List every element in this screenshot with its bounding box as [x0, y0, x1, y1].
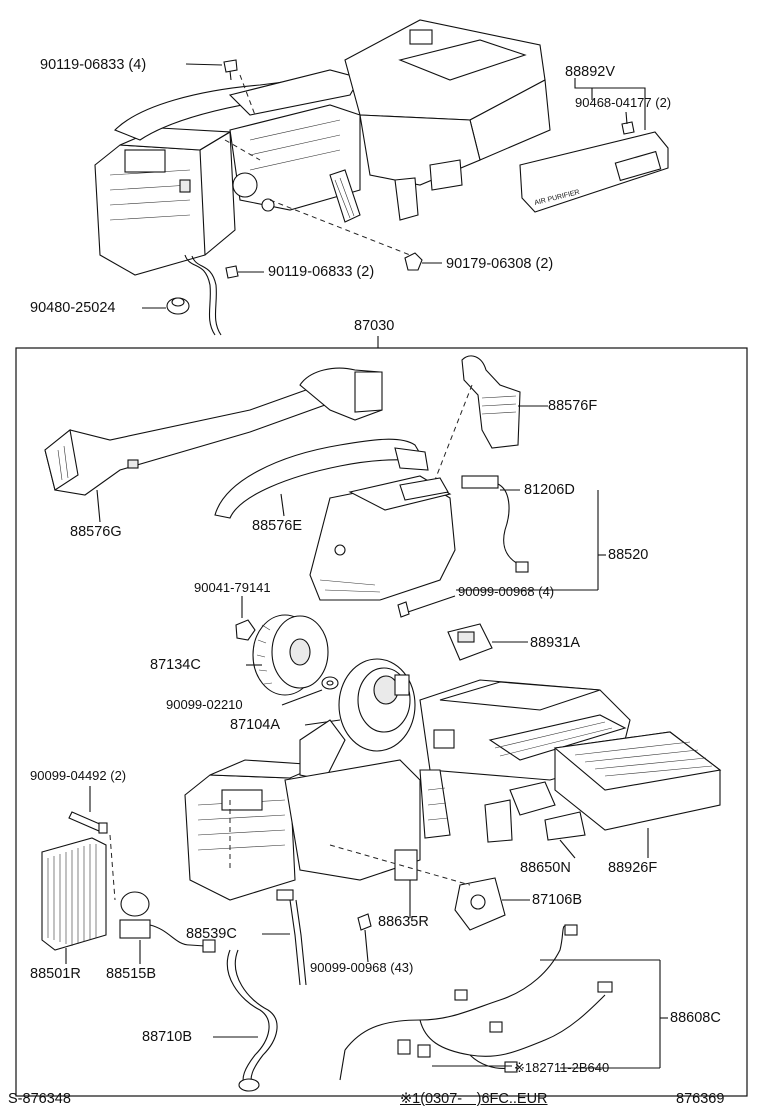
label-duct-f: 88576F — [548, 398, 598, 414]
label-harness: 88608C — [670, 1010, 721, 1026]
label-filter: 88926F — [608, 860, 658, 876]
label-filter-cover: 88892V — [565, 64, 615, 80]
filter-screw-part — [621, 111, 635, 135]
motor-part — [338, 658, 416, 752]
label-servo-b: 87106B — [532, 892, 582, 908]
expansion-valve-part — [119, 891, 216, 953]
grommet-part — [166, 297, 190, 315]
screw-43-part — [357, 913, 372, 931]
label-mid-screw: 90119-06833 (2) — [268, 264, 375, 280]
label-exp-valve: 88515B — [106, 966, 156, 982]
label-sensor: 81206D — [524, 482, 575, 498]
label-evaporator: 88501R — [30, 966, 81, 982]
label-assembly: 87030 — [354, 318, 395, 334]
screw-4-part — [397, 601, 410, 618]
label-resistor: 88931A — [530, 635, 580, 651]
label-duct-e: 88576E — [252, 518, 302, 534]
label-grommet: 90480-25024 — [30, 300, 116, 316]
label-nut: 90041-79141 — [194, 580, 271, 595]
footer-right-code: 876369 — [676, 1091, 725, 1107]
label-case: 88520 — [608, 547, 649, 563]
label-clip-nut: 90179-06308 (2) — [446, 256, 554, 272]
label-duct-g: 88576G — [70, 524, 122, 540]
servo-b-part — [454, 877, 506, 931]
servo-r-part — [394, 849, 418, 881]
top-hvac-unit — [94, 19, 551, 336]
evaporator-part — [41, 837, 107, 951]
hose-part — [226, 949, 278, 1092]
label-damper: 88650N — [520, 860, 571, 876]
label-harness-note: ※182711-2B640 — [514, 1060, 610, 1075]
label-motor: 87104A — [230, 717, 280, 733]
top-screw-part — [223, 59, 238, 81]
fan-part — [252, 614, 329, 696]
damper-part — [509, 781, 586, 841]
duct-e-part — [214, 438, 429, 519]
mid-screw-part — [225, 265, 239, 279]
duct-g-part — [44, 367, 383, 496]
label-hose: 88710B — [142, 1029, 192, 1045]
blower-case-part — [309, 475, 456, 601]
pipe-part — [276, 889, 307, 986]
label-pipe: 88539C — [186, 926, 237, 942]
sensor-part — [461, 475, 529, 573]
filter-part — [553, 731, 722, 831]
label-screw-43: 90099-00968 (43) — [310, 960, 414, 975]
bolt-part — [68, 811, 108, 834]
label-top-screw: 90119-06833 (4) — [40, 57, 147, 73]
label-screw-4: 90099-00968 (4) — [458, 584, 555, 599]
label-bolt: 90099-04492 (2) — [30, 768, 127, 783]
footer-left-code: S-876348 — [8, 1091, 71, 1107]
resistor-part — [447, 623, 493, 661]
assembly-frame — [15, 347, 748, 1097]
label-filter-screw: 90468-04177 (2) — [575, 95, 672, 110]
footer-center-note: ※1(0307- )6FC..EUR — [400, 1091, 548, 1107]
clip-nut-part — [404, 252, 423, 271]
label-fan: 87134C — [150, 657, 201, 673]
nut-part — [235, 619, 256, 641]
washer-part — [321, 676, 339, 690]
duct-f-part — [461, 355, 521, 449]
harness-part — [339, 924, 613, 1081]
label-washer: 90099-02210 — [166, 697, 243, 712]
label-servo-r: 88635R — [378, 914, 429, 930]
lower-hvac-unit — [184, 679, 631, 901]
filter-cover-panel: AIR PURIFIER — [519, 131, 669, 213]
